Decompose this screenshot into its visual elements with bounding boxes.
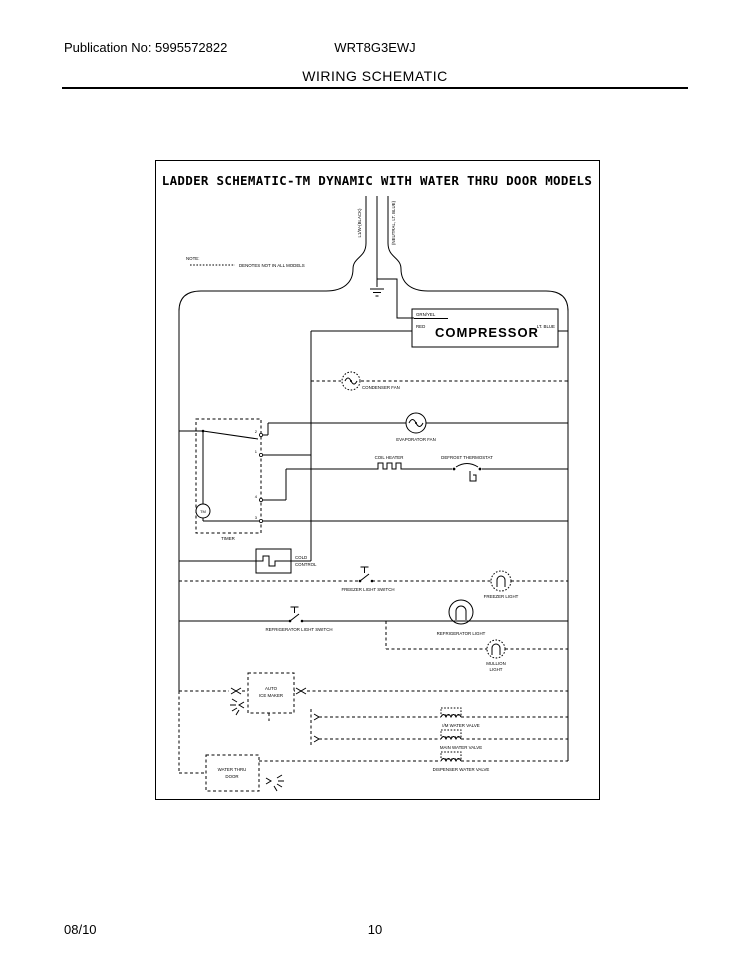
compressor-ground-wire-label: GRN/YEL [416,312,436,317]
cold-control-label-1: COLD [295,555,307,560]
timer-motor-label: TM [200,509,206,514]
ice-maker-row: AUTO ICE MAKER [179,672,568,721]
freezer-light-label: FREEZER LIGHT [484,594,519,599]
timer-terminal-1: 1 [255,449,258,454]
power-cord: L1/W-(BLACK) (NEUTRAL, LT. BLUE) [178,196,569,319]
ice-maker-label-2: ICE MAKER [259,693,283,698]
timer-terminal-2: 2 [255,429,258,434]
refrigerator-light-switch-icon [288,606,304,623]
refrigerator-light-label: REFRIGERATOR LIGHT [437,631,486,636]
timer-inner-wires [202,431,259,522]
connector-icon [295,687,307,695]
cold-control-label-2: CONTROL [295,562,317,567]
connector-sunburst-icon [230,698,245,716]
wire-grnyel-branch [377,278,414,319]
condenser-fan-label: CONDENSER FAN [362,385,400,390]
timer-motor-icon: TM [195,503,211,519]
dispenser-water-valve-label: DISPENSER WATER VALVE [433,767,490,772]
main-water-valve-label: MAIN WATER VALVE [440,745,482,750]
water-thru-door: WATER THRU DOOR [205,754,284,792]
harness-pin-icons [313,713,320,743]
condenser-fan-icon [341,371,361,391]
compressor: GRN/YEL RED LT. BLUE COMPRESSOR [411,308,559,348]
timer-switch-arm [202,430,259,440]
ground-icon [370,288,384,297]
compressor-out-wire-label: LT. BLUE [537,324,555,329]
note-block: NOTE: DENOTES NOT IN ALL MODELS [186,256,305,268]
mullion-light-icon [486,639,506,659]
compressor-in-wire-label: RED [416,324,425,329]
valve-coil-icon [440,707,462,719]
compressor-label: COMPRESSOR [435,325,539,340]
footer-page-number: 10 [367,922,383,937]
timer: TM 2 1 4 3 TIMER [179,418,568,541]
im-water-valve-label: I/M WATER VALVE [442,723,479,728]
page-title: WIRING SCHEMATIC [302,68,448,84]
defrost-thermostat-label: DEFROST THERMOSTAT [441,455,493,460]
schematic-title: LADDER SCHEMATIC-TM DYNAMIC WITH WATER T… [162,173,592,188]
refrigerator-light-icon [448,599,474,625]
ice-maker-box [247,672,295,714]
connector-icon [230,687,242,695]
freezer-light-switch-label: FREEZER LIGHT SWITCH [341,587,394,592]
water-thru-door-label-1: WATER THRU [218,767,247,772]
evaporator-fan-row: EVAPORATOR FAN [268,412,568,442]
coil-heater-icon [374,462,404,470]
cold-control: COLD CONTROL [179,548,317,574]
water-thru-door-label-2: DOOR [225,774,238,779]
ice-maker-label-1: AUTO [265,686,278,691]
schematic-frame: LADDER SCHEMATIC-TM DYNAMIC WITH WATER T… [155,160,600,800]
timer-t4-wire [263,469,287,501]
defrost-row: COIL HEATER DEFROST THERMOSTAT [286,455,568,482]
header-rule [62,87,688,89]
mullion-light-label-2: LIGHT [490,667,503,672]
timer-box [195,418,262,534]
coil-heater-label: COIL HEATER [375,455,404,460]
dispenser-water-valve-row: DISPENSER WATER VALVE [259,751,568,772]
evaporator-fan-icon [405,412,427,434]
water-thru-door-box [205,754,260,792]
freezer-light-switch-icon [358,566,374,583]
refrigerator-light-row: REFRIGERATOR LIGHT SWITCH REFRIGERATOR L… [179,599,568,636]
ladder-schematic: LADDER SCHEMATIC-TM DYNAMIC WITH WATER T… [162,173,592,792]
refrigerator-light-switch-label: REFRIGERATOR LIGHT SWITCH [265,627,332,632]
timer-label: TIMER [221,536,235,541]
valve-coil-icon [440,751,462,763]
im-water-valve-row: I/M WATER VALVE [319,707,568,728]
note-label: NOTE: [186,256,199,261]
mullion-light-label-1: MULLION [486,661,506,666]
timer-terminal-4: 4 [255,494,258,499]
timer-t2-wire [263,423,269,436]
valve-harness [310,709,320,745]
left-rail-dashed [178,691,206,774]
note-text: DENOTES NOT IN ALL MODELS [239,263,305,268]
valve-coil-icon [440,729,462,741]
main-water-valve-row: MAIN WATER VALVE [319,729,568,750]
cord-neutral-label: (NEUTRAL, LT. BLUE) [391,200,396,245]
wire-hot [178,196,367,312]
cord-hot-label: L1/W-(BLACK) [357,208,362,237]
cold-control-icon [256,555,291,567]
publication-number: Publication No: 5995572822 [64,40,228,55]
wire-neutral [387,196,569,312]
connector-sunburst-icon [265,774,284,792]
evaporator-fan-label: EVAPORATOR FAN [396,437,436,442]
freezer-light-row: FREEZER LIGHT SWITCH FREEZER LIGHT [179,566,568,599]
model-number: WRT8G3EWJ [334,40,416,55]
condenser-fan-row: CONDENSER FAN [311,371,568,391]
footer-date: 08/10 [64,922,97,937]
defrost-thermostat-icon [452,463,482,482]
timer-terminal-3: 3 [255,515,258,520]
mullion-light-branch: MULLION LIGHT [385,621,568,672]
freezer-light-icon [490,570,512,592]
mullion-light-wire [385,621,568,650]
